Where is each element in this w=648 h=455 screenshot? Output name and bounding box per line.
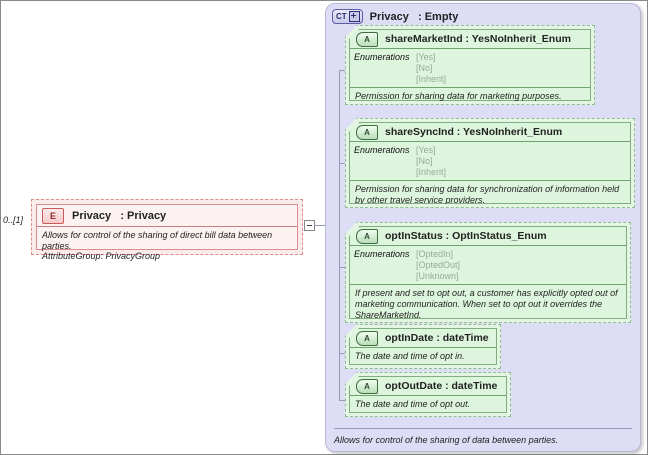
complextype-badge-icon[interactable]: CT <box>332 9 363 24</box>
attribute-box-sharemarketind[interactable]: A shareMarketInd : YesNoInherit_Enum Enu… <box>345 25 595 105</box>
enumerations-label: Enumerations <box>354 249 410 259</box>
element-description: Allows for control of the sharing of dir… <box>37 227 297 262</box>
enumerations-values: [Yes] [No] [Inherit] <box>416 145 446 178</box>
attribute-header: A optOutDate : dateTime <box>350 377 506 396</box>
attribute-badge-icon: A <box>356 228 378 244</box>
attribute-badge-icon: A <box>356 31 378 47</box>
enumeration-value: [Yes] <box>416 52 436 62</box>
tree-trunk <box>339 70 340 400</box>
attribute-badge-icon: A <box>356 124 378 140</box>
attribute-badge-icon: A <box>356 378 378 394</box>
attribute-enumerations-row: Enumerations [Yes] [No] [Inherit] <box>350 49 590 88</box>
tree-branch-4 <box>339 353 348 354</box>
plus-icon[interactable] <box>348 11 360 22</box>
attribute-box-optinstatus[interactable]: A optInStatus : OptInStatus_Enum Enumera… <box>345 222 631 323</box>
tree-branch-5 <box>339 400 348 401</box>
element-title: Privacy : Privacy <box>72 209 167 222</box>
attribute-box-body: A optInDate : dateTime The date and time… <box>349 328 497 365</box>
enumeration-value: [OptedIn] <box>416 249 454 259</box>
enumeration-value: [No] <box>416 156 433 166</box>
complextype-footer-description: Allows for control of the sharing of dat… <box>334 435 559 445</box>
element-description-line-2: AttributeGroup: PrivacyGroup <box>42 251 161 261</box>
tree-branch-1 <box>339 70 348 71</box>
enumeration-value: [Yes] <box>416 145 436 155</box>
element-header: E Privacy : Privacy <box>37 205 297 227</box>
enumeration-value: [Inherit] <box>416 74 447 84</box>
attribute-title: optOutDate : dateTime <box>385 380 498 392</box>
attribute-box-sharesyncind[interactable]: A shareSyncInd : YesNoInherit_Enum Enume… <box>345 118 635 208</box>
enumeration-value: [Inherit] <box>416 167 447 177</box>
attribute-header: A optInDate : dateTime <box>350 329 496 348</box>
attribute-enumerations-row: Enumerations [Yes] [No] [Inherit] <box>350 142 630 181</box>
attribute-header: A shareMarketInd : YesNoInherit_Enum <box>350 30 590 49</box>
attribute-box-optoutdate[interactable]: A optOutDate : dateTime The date and tim… <box>345 372 511 417</box>
collapse-toggle-icon[interactable] <box>304 220 315 231</box>
enumerations-values: [OptedIn] [OptedOut] [Unknown] <box>416 249 460 282</box>
attribute-box-body: A shareMarketInd : YesNoInherit_Enum Enu… <box>349 29 591 101</box>
attribute-description: The date and time of opt out. <box>355 399 471 409</box>
tree-branch-3 <box>339 267 348 268</box>
element-badge-icon: E <box>42 207 64 224</box>
enumerations-label: Enumerations <box>354 52 410 62</box>
attribute-box-body: A shareSyncInd : YesNoInherit_Enum Enume… <box>349 122 631 204</box>
attribute-header: A optInStatus : OptInStatus_Enum <box>350 227 626 246</box>
attribute-title: optInStatus : OptInStatus_Enum <box>385 230 547 242</box>
attribute-header: A shareSyncInd : YesNoInherit_Enum <box>350 123 630 142</box>
footer-divider <box>334 428 632 429</box>
attribute-box-body: A optOutDate : dateTime The date and tim… <box>349 376 507 413</box>
attribute-box-body: A optInStatus : OptInStatus_Enum Enumera… <box>349 226 627 319</box>
attribute-badge-icon: A <box>356 330 378 346</box>
enumerations-values: [Yes] [No] [Inherit] <box>416 52 446 85</box>
element-box-inner: E Privacy : Privacy Allows for control o… <box>36 204 298 261</box>
attribute-title: optInDate : dateTime <box>385 332 489 344</box>
attribute-box-optindate[interactable]: A optInDate : dateTime The date and time… <box>345 324 501 369</box>
attribute-enumerations-row: Enumerations [OptedIn] [OptedOut] [Unkno… <box>350 246 626 285</box>
attribute-description: Permission for sharing data for synchron… <box>355 184 620 205</box>
attribute-title: shareSyncInd : YesNoInherit_Enum <box>385 126 563 138</box>
element-description-line-1: Allows for control of the sharing of dir… <box>42 230 273 251</box>
enumeration-value: [Unknown] <box>416 271 459 281</box>
element-box-privacy[interactable]: E Privacy : Privacy Allows for control o… <box>31 199 303 261</box>
enumerations-label: Enumerations <box>354 145 410 155</box>
complextype-badge-label: CT <box>336 12 347 21</box>
attribute-description: If present and set to opt out, a custome… <box>355 288 618 320</box>
attribute-description: Permission for sharing data for marketin… <box>355 91 562 101</box>
complextype-title: Privacy : Empty <box>369 10 459 23</box>
attribute-title: shareMarketInd : YesNoInherit_Enum <box>385 33 571 45</box>
enumeration-value: [No] <box>416 63 433 73</box>
enumeration-value: [OptedOut] <box>416 260 461 270</box>
attribute-description: The date and time of opt in. <box>355 351 465 361</box>
tree-branch-2 <box>339 163 348 164</box>
complextype-header: CT Privacy : Empty <box>332 9 458 24</box>
element-multiplicity-label: 0..[1] <box>3 215 24 225</box>
